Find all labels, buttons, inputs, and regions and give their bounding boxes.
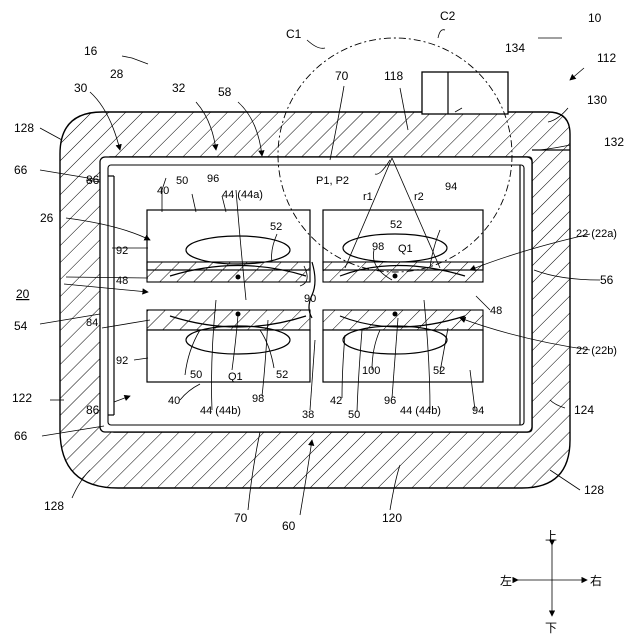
label-52-tl: 52: [270, 221, 282, 233]
label-26: 26: [40, 211, 54, 225]
label-28: 28: [110, 67, 124, 81]
label-q1-tr: Q1: [398, 243, 413, 255]
compass-right: 右: [590, 573, 602, 588]
terminal-block-134: [422, 72, 508, 114]
label-122: 122: [12, 391, 32, 405]
label-52-tr: 52: [390, 219, 402, 231]
label-130: 130: [587, 93, 607, 107]
upper-block-92: [147, 210, 310, 270]
label-44b-left: 44 (44b): [200, 405, 241, 417]
label-66-bottom: 66: [14, 429, 28, 443]
label-86-bottom: 86: [86, 403, 100, 417]
label-94-bottom: 94: [472, 405, 484, 417]
direction-compass: [518, 545, 587, 616]
label-90: 90: [304, 293, 316, 305]
label-q1-bottom: Q1: [228, 371, 243, 383]
label-50-bottom: 50: [190, 369, 202, 381]
label-50-br: 50: [348, 409, 360, 421]
label-30: 30: [74, 81, 88, 95]
label-60: 60: [282, 519, 296, 533]
label-98-bottom: 98: [252, 393, 264, 405]
label-132: 132: [604, 135, 624, 149]
label-98-tr: 98: [372, 241, 384, 253]
label-40-top: 40: [157, 185, 169, 197]
compass-down: 下: [545, 621, 557, 635]
label-128-br: 128: [584, 483, 604, 497]
label-92-bottom: 92: [116, 355, 128, 367]
label-20: 20: [16, 287, 30, 301]
upper-block-94: [323, 210, 483, 270]
label-94-top: 94: [445, 181, 457, 193]
label-100: 100: [362, 365, 380, 377]
label-48-right: 48: [490, 305, 502, 317]
label-10: 10: [588, 11, 602, 25]
label-c1: C1: [286, 27, 302, 41]
label-128-tl: 128: [14, 121, 34, 135]
label-134: 134: [505, 41, 525, 55]
label-86-top: 86: [86, 173, 100, 187]
label-92-top: 92: [116, 245, 128, 257]
label-38: 38: [302, 409, 314, 421]
label-22a: 22 (22a): [576, 228, 617, 240]
label-c2: C2: [440, 9, 456, 23]
label-70-top: 70: [335, 69, 349, 83]
label-40-bottom: 40: [168, 395, 180, 407]
label-96-top: 96: [207, 173, 219, 185]
label-r2: r2: [414, 191, 424, 203]
label-124: 124: [574, 403, 594, 417]
plate-48-left: [147, 262, 310, 282]
label-16: 16: [84, 44, 98, 58]
label-128-bl: 128: [44, 499, 64, 513]
label-70-bottom: 70: [234, 511, 248, 525]
label-96-bottom: 96: [384, 395, 396, 407]
label-p1p2: P1, P2: [316, 175, 349, 187]
label-42: 42: [330, 395, 342, 407]
label-66-top: 66: [14, 163, 28, 177]
label-118: 118: [384, 69, 403, 83]
label-50-top: 50: [176, 175, 188, 187]
label-48-left: 48: [116, 275, 128, 287]
lower-block-94: [323, 330, 483, 382]
label-44a: 44 (44a): [222, 189, 263, 201]
label-44b-right: 44 (44b): [400, 405, 441, 417]
compass-left: 左: [500, 573, 512, 588]
compass-up: 上: [545, 529, 557, 543]
label-52-bottom: 52: [276, 369, 288, 381]
label-120: 120: [382, 511, 402, 525]
label-112: 112: [597, 51, 616, 65]
label-52-br: 52: [433, 365, 445, 377]
label-56: 56: [600, 273, 614, 287]
label-54: 54: [14, 319, 28, 333]
label-58: 58: [218, 85, 232, 99]
label-r1: r1: [363, 191, 373, 203]
label-32: 32: [172, 81, 186, 95]
label-84: 84: [86, 317, 98, 329]
label-22b: 22 (22b): [576, 345, 617, 357]
